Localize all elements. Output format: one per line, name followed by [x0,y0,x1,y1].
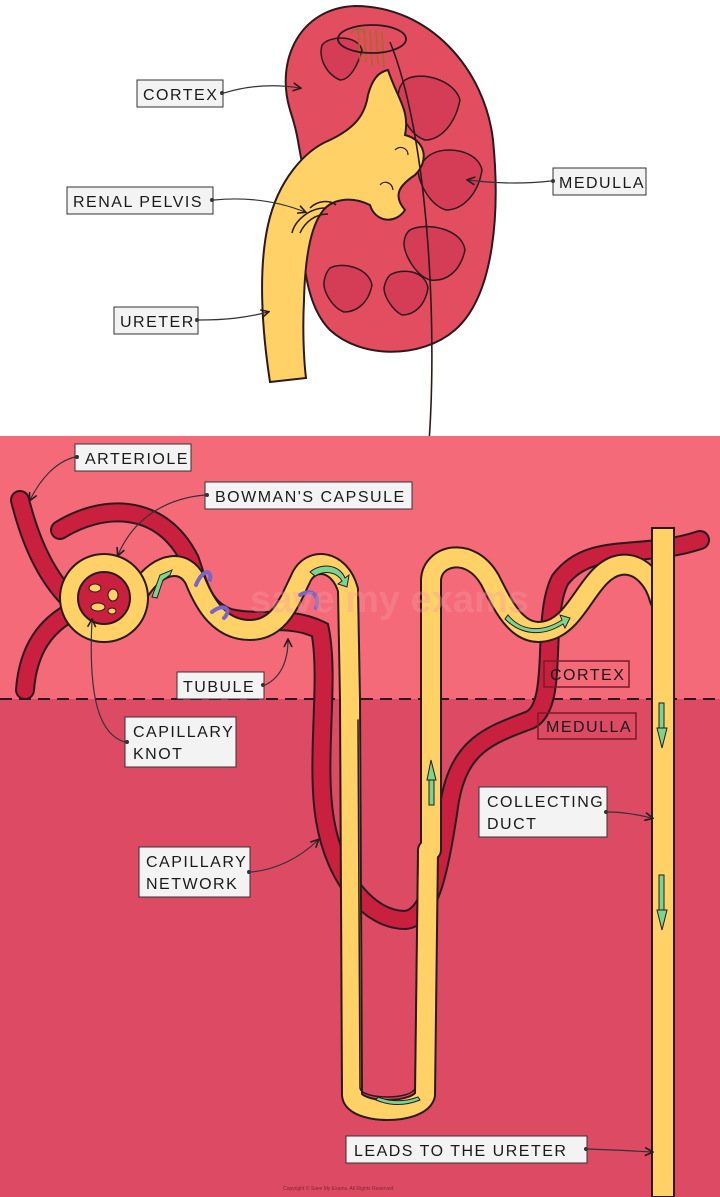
label-medulla-zone: MEDULLA [537,712,637,740]
reabsorption-arrows [194,570,319,620]
label-tubule-text: TUBULE [183,679,255,696]
flow-arrows [151,565,668,1105]
label-capillary-network-line1: CAPILLARY [146,854,247,871]
bowmans-capsule [59,553,149,643]
label-collecting-duct-line1: COLLECTING [487,794,604,811]
nephron-detail [349,27,385,69]
label-tubule: TUBULE [176,640,288,700]
label-capillary-network: CAPILLARY NETWORK [138,840,318,898]
label-leads-to-ureter: LEADS TO THE URETER [345,1135,652,1164]
label-medulla-zone-text: MEDULLA [546,719,632,736]
collecting-duct [651,527,675,1197]
label-medulla: MEDULLA [468,167,647,196]
label-arteriole-text: ARTERIOLE [85,451,189,468]
label-bowmans-capsule-text: BOWMAN'S CAPSULE [215,489,406,506]
label-collecting-duct: COLLECTING DUCT [478,786,652,838]
copyright-text: Copyright © Save My Exams. All Rights Re… [283,1185,394,1192]
label-ureter-text: URETER [120,314,195,331]
zoom-circle [337,24,407,54]
label-capillary-knot: CAPILLARY KNOT [91,620,237,768]
label-cortex: CORTEX [136,79,300,108]
kidney [261,4,497,384]
label-cortex-zone-text: CORTEX [550,667,625,684]
label-cortex-text: CORTEX [143,87,218,104]
zoom-arrow [389,41,432,455]
label-renal-pelvis: RENAL PELVIS [66,186,305,215]
medulla-pyramids [320,37,483,316]
label-bowmans-capsule: BOWMAN'S CAPSULE [118,481,413,555]
label-collecting-duct-line2: DUCT [487,816,537,833]
label-leads-to-ureter-text: LEADS TO THE URETER [354,1143,567,1160]
capillary-knot [77,571,131,625]
label-arteriole: ARTERIOLE [30,443,192,500]
label-renal-pelvis-text: RENAL PELVIS [73,194,203,211]
renal-pelvis-and-ureter [261,68,425,384]
label-capillary-network-line2: NETWORK [146,876,238,893]
label-ureter: URETER [113,306,268,335]
watermark: save my exams [250,579,529,621]
label-medulla-text: MEDULLA [559,175,645,192]
label-capillary-knot-line1: CAPILLARY [133,724,234,741]
label-cortex-zone: CORTEX [543,660,630,688]
label-capillary-knot-line2: KNOT [133,746,183,763]
